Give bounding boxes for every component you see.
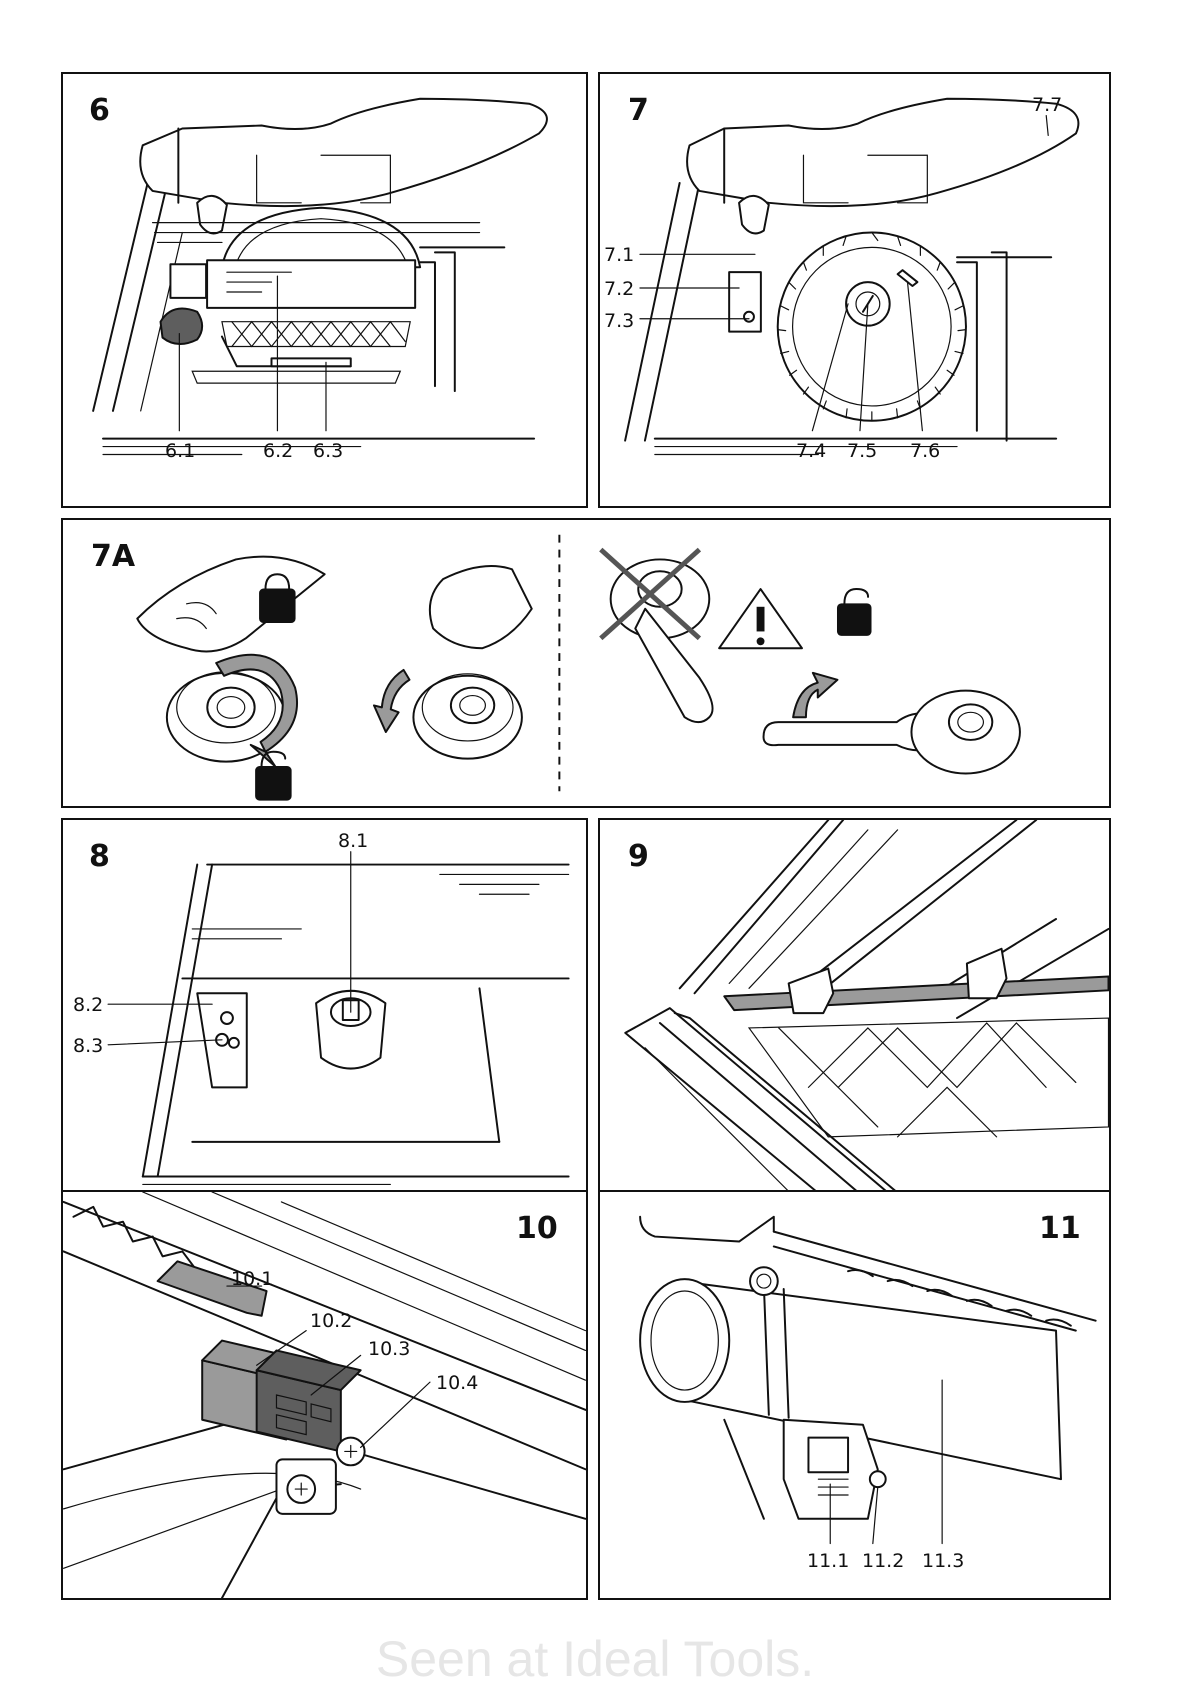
fence-rail-illustration [600, 820, 1109, 1226]
figure-number: 11 [1039, 1214, 1081, 1244]
callout-label: 10.2 [310, 1312, 352, 1331]
callout-label: 11.1 [807, 1552, 849, 1571]
figure-9-panel: 9 [598, 818, 1111, 1228]
callout-label: 6.2 [263, 442, 293, 461]
callout-label: 6.1 [165, 442, 195, 461]
callout-label: 7.2 [604, 280, 634, 299]
table-insert-illustration [63, 820, 586, 1226]
callout-label: 10.1 [231, 1270, 273, 1289]
callout-label: 8.2 [73, 996, 103, 1015]
watermark: Seen at Ideal Tools. [0, 1630, 1190, 1688]
figure-number: 9 [628, 842, 649, 872]
figure-number: 10 [516, 1214, 558, 1244]
callout-label: 7.7 [1032, 96, 1062, 115]
figure-6-panel: 6 6.1 6.2 6.3 [61, 72, 588, 508]
callout-label: 10.4 [436, 1374, 478, 1393]
figure-10-panel: 10 10.1 10.2 10.3 10.4 [61, 1190, 588, 1600]
figure-number: 6 [89, 96, 110, 126]
dust-extraction-illustration [600, 1192, 1109, 1598]
callout-label: 11.2 [862, 1552, 904, 1571]
callout-label: 7.5 [847, 442, 877, 461]
callout-label: 7.1 [604, 246, 634, 265]
figure-number: 7A [91, 542, 135, 572]
callout-label: 8.1 [338, 832, 368, 851]
figure-number: 7 [628, 96, 649, 126]
figure-number: 8 [89, 842, 110, 872]
figure-7a-panel: 7A [61, 518, 1111, 808]
figure-8-panel: 8 8.1 8.2 8.3 [61, 818, 588, 1228]
callout-label: 7.4 [796, 442, 826, 461]
callout-label: 7.6 [910, 442, 940, 461]
connector-clip-illustration [63, 1192, 586, 1598]
callout-label: 6.3 [313, 442, 343, 461]
figure-7-panel: 7 7.7 7.1 7.2 7.3 7.4 7.5 7.6 [598, 72, 1111, 508]
callout-label: 11.3 [922, 1552, 964, 1571]
callout-label: 10.3 [368, 1340, 410, 1359]
figure-11-panel: 11 11.1 11.2 11.3 [598, 1190, 1111, 1600]
callout-label: 8.3 [73, 1037, 103, 1056]
callout-label: 7.3 [604, 312, 634, 331]
flange-nut-instructions-illustration [63, 520, 1109, 806]
